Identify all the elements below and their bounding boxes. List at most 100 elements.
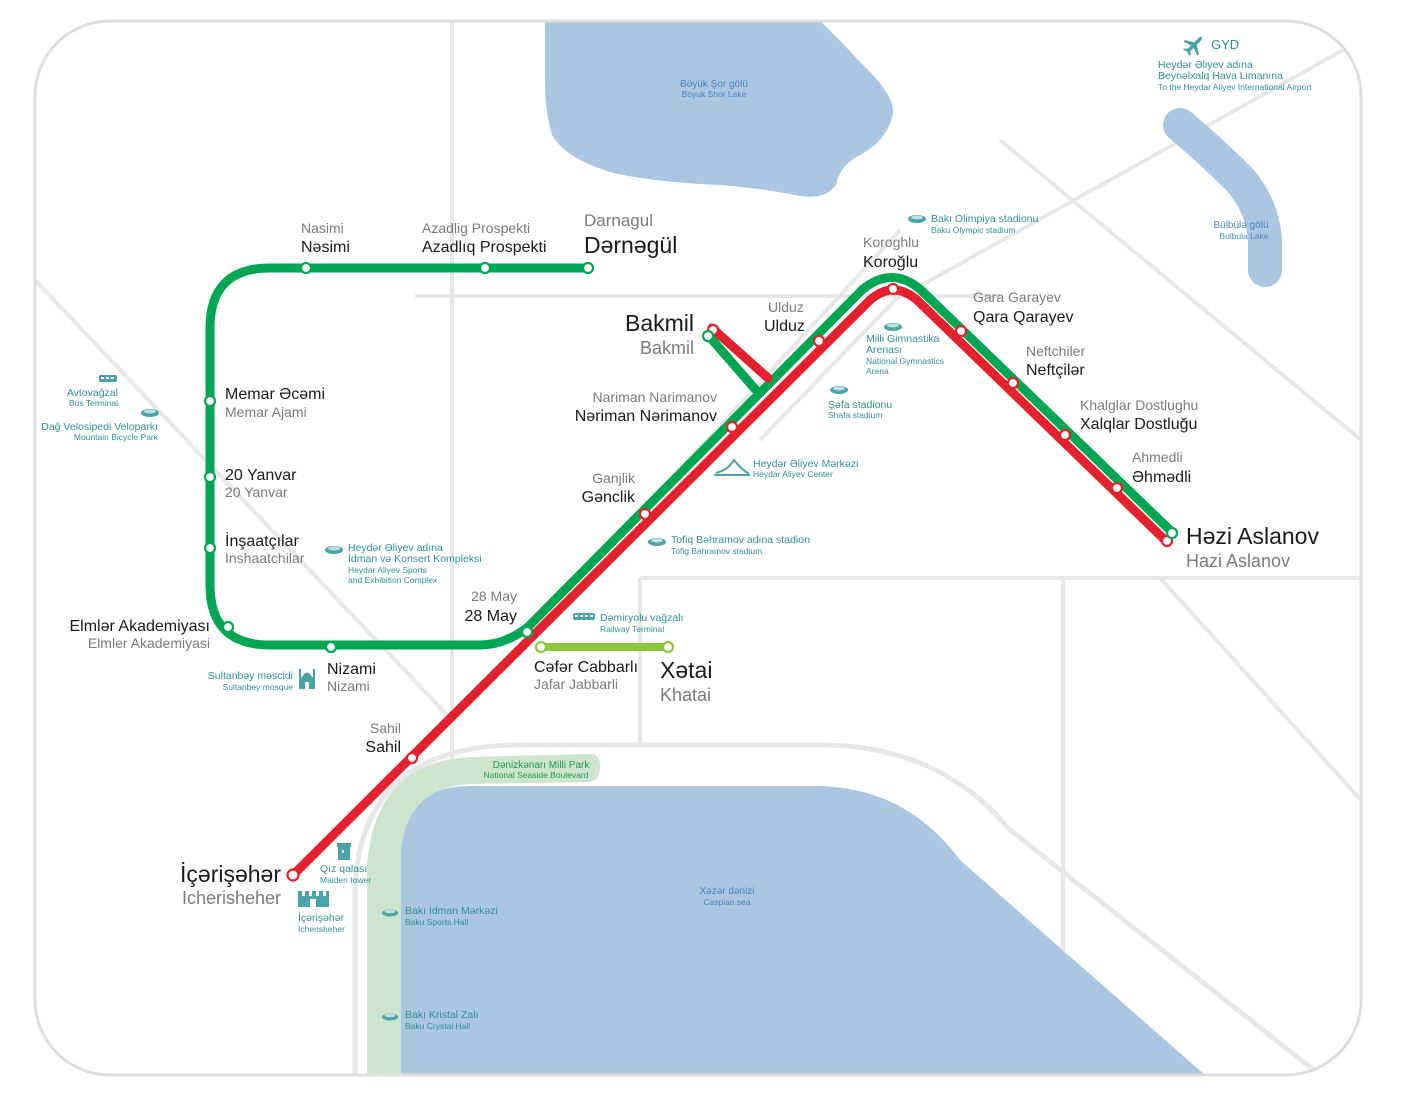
station-dot-yanvar[interactable] <box>203 470 217 484</box>
bike-park-label: Dağ Velosipedi Veloparkı <box>41 421 158 433</box>
olympic-label-en: Baku Olympic stadium <box>931 225 1016 235</box>
station-label-dostlugu-sub: Khalglar Dostlughu <box>1080 397 1198 413</box>
tower-icon <box>337 843 351 860</box>
station-dot-ganjlik[interactable] <box>638 507 652 521</box>
airport-code: GYD <box>1211 37 1239 52</box>
station-label-darnagul: Dərnəgül <box>584 232 677 258</box>
station-dot-may28[interactable] <box>520 625 534 639</box>
station-label-dostlugu: Xalqlar Dostluğu <box>1080 416 1197 433</box>
station-dot-aslanov-green[interactable] <box>1165 526 1179 540</box>
station-label-qarayev-sub: Gara Garayev <box>973 289 1061 305</box>
station-label-icheri: İçərişəhər <box>180 861 281 887</box>
green-line <box>205 263 1178 650</box>
station-dot-bakmil-green[interactable] <box>701 329 715 343</box>
station-dot-nizami[interactable] <box>324 640 338 654</box>
station-labels: Darnagul Dərnəgül Azadlig Prospekti Azad… <box>70 211 1320 908</box>
station-label-darnagul-sub: Darnagul <box>584 211 653 230</box>
station-label-koroglu: Koroğlu <box>863 254 918 271</box>
station-label-khatai-sub: Khatai <box>660 685 711 705</box>
station-label-jafar-sub: Jafar Jabbarli <box>534 676 618 692</box>
station-label-memar-sub: Memar Ajami <box>225 404 307 420</box>
aliyev-center-label-en: Heydar Aliyev Center <box>753 469 833 479</box>
airport-line3: To the Heydar Aliyev International Airpo… <box>1158 82 1312 92</box>
olympic-label: Bakı Olimpiya stadionu <box>931 213 1039 225</box>
station-label-neftchilar: Neftçilər <box>1026 362 1085 379</box>
station-dot-nasimi[interactable] <box>299 261 313 275</box>
gymnastics-label-en-1: National Gymnastics <box>866 356 944 366</box>
station-label-koroglu-sub: Koroghlu <box>863 234 919 250</box>
station-label-nasimi-sub: Nasimi <box>301 220 344 236</box>
station-dot-azadliq[interactable] <box>478 261 492 275</box>
station-markers <box>203 261 1179 882</box>
station-dot-sahil[interactable] <box>405 751 419 765</box>
boyuk-shor-lake <box>545 21 894 197</box>
points-of-interest: Avtovağzal Bus Terminal Dağ Velosipedi V… <box>41 213 1038 1031</box>
station-label-azadliq: Azadlıq Prospekti <box>422 239 547 256</box>
shafa-label: Şəfa stadionu <box>828 399 892 411</box>
station-dot-insaat[interactable] <box>203 541 217 555</box>
park-label-en: National Seaside Boulevard <box>484 770 589 780</box>
icheri-poi-label-en: Icherisheher <box>298 924 345 934</box>
sports-complex-label-en-1: Heydar Aliyev Sports <box>348 565 427 575</box>
coastal-road <box>352 742 1322 1075</box>
station-dot-memar[interactable] <box>203 394 217 408</box>
station-dot-narimanov[interactable] <box>725 420 739 434</box>
park-label: Dənizkənarı Milli Park <box>493 760 591 771</box>
station-dot-darnagul[interactable] <box>581 261 595 275</box>
castle-icon <box>298 891 329 907</box>
station-dot-elmler[interactable] <box>221 620 235 634</box>
arena-icon <box>382 909 398 917</box>
station-label-nizami: Nizami <box>327 661 376 678</box>
sports-hall-label-en: Baku Sports Hall <box>405 917 468 927</box>
icheri-poi-label: İçərişəhər <box>298 911 345 924</box>
stadium-icon <box>830 386 848 394</box>
seaside-park <box>367 754 600 1075</box>
shafa-label-en: Shafa stadium <box>828 410 882 420</box>
station-dot-ulduz[interactable] <box>812 334 826 348</box>
station-label-may28: 28 May <box>465 608 517 625</box>
station-dot-ahmadli[interactable] <box>1110 481 1124 495</box>
gymnastics-label-1: Milli Gimnastika <box>866 333 940 345</box>
station-label-aslanov: Həzi Aslanov <box>1186 523 1319 549</box>
sports-complex-label-1: Heydər Əliyev adına <box>348 542 443 554</box>
map-background <box>35 21 1361 1075</box>
sports-complex-label-en-2: and Exhibition Complex <box>348 575 438 585</box>
station-dot-jafar[interactable] <box>534 640 548 654</box>
sports-hall-label: Bakı İdman Mərkəzi <box>405 904 498 917</box>
red-line-bakmil-branch <box>707 323 773 383</box>
station-dot-neftchilar[interactable] <box>1006 376 1020 390</box>
station-label-nasimi: Nəsimi <box>301 239 350 256</box>
station-label-jafar: Cəfər Cabbarlı <box>534 659 638 676</box>
station-dot-koroglu[interactable] <box>886 282 900 296</box>
green-line-bakmil-branch <box>703 330 760 394</box>
aliyev-center-icon <box>714 458 750 476</box>
station-dot-icheri[interactable] <box>286 868 300 882</box>
station-dot-dostlugu[interactable] <box>1058 428 1072 442</box>
caspian-label: Xəzər dənizi <box>699 886 754 897</box>
caspian-sea <box>401 786 1205 1075</box>
caspian-label-en: Caspian sea <box>703 897 751 907</box>
mosque-label-en: Sultanbey mosque <box>223 682 294 692</box>
station-label-yanvar-sub: 20 Yanvar <box>225 484 288 500</box>
maiden-label: Qız qalası <box>320 863 367 875</box>
airport-line1: Heydər Əliyev adına <box>1158 59 1253 71</box>
stadium-icon <box>141 409 159 417</box>
station-label-insaat-sub: Inshaatchilar <box>225 550 305 566</box>
aliyev-center-label: Heydər Əliyev Mərkəzi <box>753 458 858 470</box>
train-icon <box>573 613 595 620</box>
gymnastics-label-en-2: Arena <box>866 366 889 376</box>
station-label-khatai: Xətai <box>660 657 712 683</box>
boyuk-shor-label-en: Boyuk Shor Lake <box>682 89 747 99</box>
station-label-ganjlik: Gənclik <box>582 489 636 506</box>
station-dot-qarayev[interactable] <box>954 324 968 338</box>
station-dot-khatai[interactable] <box>661 640 675 654</box>
arena-icon <box>382 1013 398 1021</box>
tofiq-label-en: Tofig Bahramov stadium <box>671 546 762 556</box>
station-label-neftchilar-sub: Neftchiler <box>1026 343 1085 359</box>
station-label-bakmil-sub: Bakmil <box>640 338 694 358</box>
station-label-narimanov: Nəriman Nərimanov <box>575 408 717 425</box>
station-label-yanvar: 20 Yanvar <box>225 467 297 484</box>
station-label-ulduz: Ulduz <box>764 318 805 335</box>
station-label-qarayev: Qara Qarayev <box>973 309 1073 326</box>
